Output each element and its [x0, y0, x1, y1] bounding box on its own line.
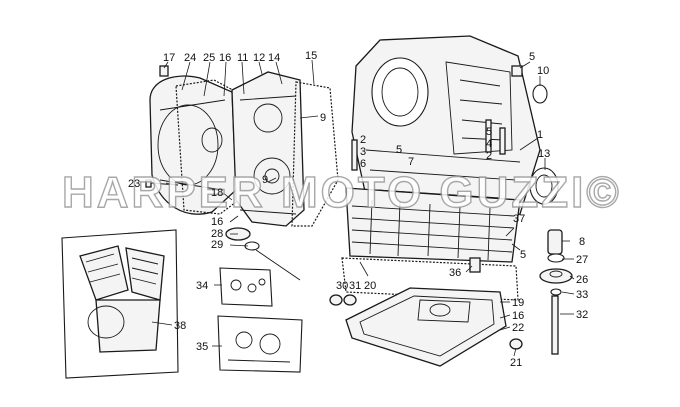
- plug-5: [511, 65, 523, 77]
- callout-16b: 16: [211, 216, 223, 228]
- plug-36: [469, 257, 481, 273]
- callout-10: 10: [537, 65, 549, 77]
- oil-sump: [345, 287, 507, 367]
- callout-3: 3: [360, 146, 366, 158]
- studs-2-3: [351, 119, 506, 171]
- callout-23: 23: [128, 178, 140, 190]
- callout-16: 16: [219, 52, 231, 64]
- leader-lines: [151, 59, 575, 357]
- callout-38: 38: [174, 320, 186, 332]
- drain-plug-21: [509, 338, 523, 350]
- callout-9: 9: [320, 112, 326, 124]
- callout-31: 31: [349, 280, 361, 292]
- cover-26: [539, 268, 573, 284]
- watermark-text: HARPER MOTO GUZZI©: [62, 168, 622, 217]
- crankcase-lower-fins: [345, 187, 521, 263]
- callout-5b: 5: [396, 144, 402, 156]
- plugs-30-31: [329, 294, 357, 306]
- callout-9b: 9: [262, 174, 268, 186]
- callout-13: 13: [538, 148, 550, 160]
- dipstick: [255, 249, 301, 281]
- callout-28: 28: [211, 228, 223, 240]
- callout-5: 5: [529, 51, 535, 63]
- callout-37: 37: [513, 213, 525, 225]
- engine-inset: [61, 229, 179, 379]
- callout-12: 12: [253, 52, 265, 64]
- callout-29: 29: [211, 239, 223, 251]
- callout-2: 2: [360, 134, 366, 146]
- callout-36: 36: [449, 267, 461, 279]
- timing-housing: [231, 71, 305, 227]
- crankcase-gasket: [341, 257, 519, 301]
- callout-6: 6: [360, 158, 366, 170]
- callout-19: 19: [512, 297, 524, 309]
- callout-22: 22: [512, 322, 524, 334]
- bolt-17: [159, 65, 169, 77]
- callout-33: 33: [576, 289, 588, 301]
- callout-32: 32: [576, 309, 588, 321]
- gasket-kit-34: [219, 267, 273, 307]
- seal-10: [532, 84, 548, 104]
- oil-seal-13: [529, 167, 559, 205]
- washer-33: [550, 288, 562, 296]
- callout-5c: 5: [486, 126, 492, 138]
- housing-gasket: [291, 81, 339, 227]
- callout-35: 35: [196, 341, 208, 353]
- oring-27: [547, 253, 565, 263]
- callout-18: 18: [211, 187, 223, 199]
- callout-20: 20: [364, 280, 376, 292]
- callout-21: 21: [510, 357, 522, 369]
- callout-8: 8: [579, 236, 585, 248]
- callout-17: 17: [163, 52, 175, 64]
- callout-25: 25: [203, 52, 215, 64]
- gasket-kit-35: [217, 315, 303, 373]
- callout-7: 7: [408, 156, 414, 168]
- callout-26: 26: [576, 274, 588, 286]
- callout-16c: 16: [512, 310, 524, 322]
- bolt-32: [551, 295, 559, 355]
- callout-2b: 2: [486, 150, 492, 162]
- screw-23: [145, 179, 179, 188]
- callout-11: 11: [237, 52, 248, 64]
- crankcase-upper: [351, 35, 541, 231]
- filter-8: [547, 229, 563, 255]
- timing-cover: [149, 75, 237, 215]
- callout-4: 4: [486, 138, 492, 150]
- callout-34: 34: [196, 280, 208, 292]
- callout-labels: 17 24 25 16 11 12 14 15 9 5 10 1 2 3 6 5…: [128, 50, 588, 369]
- callout-15: 15: [305, 50, 317, 62]
- callout-1: 1: [537, 129, 543, 141]
- callout-5d: 5: [520, 249, 526, 261]
- callout-27: 27: [576, 254, 588, 266]
- callout-14: 14: [268, 52, 280, 64]
- callout-30: 30: [336, 280, 348, 292]
- callout-24: 24: [184, 52, 196, 64]
